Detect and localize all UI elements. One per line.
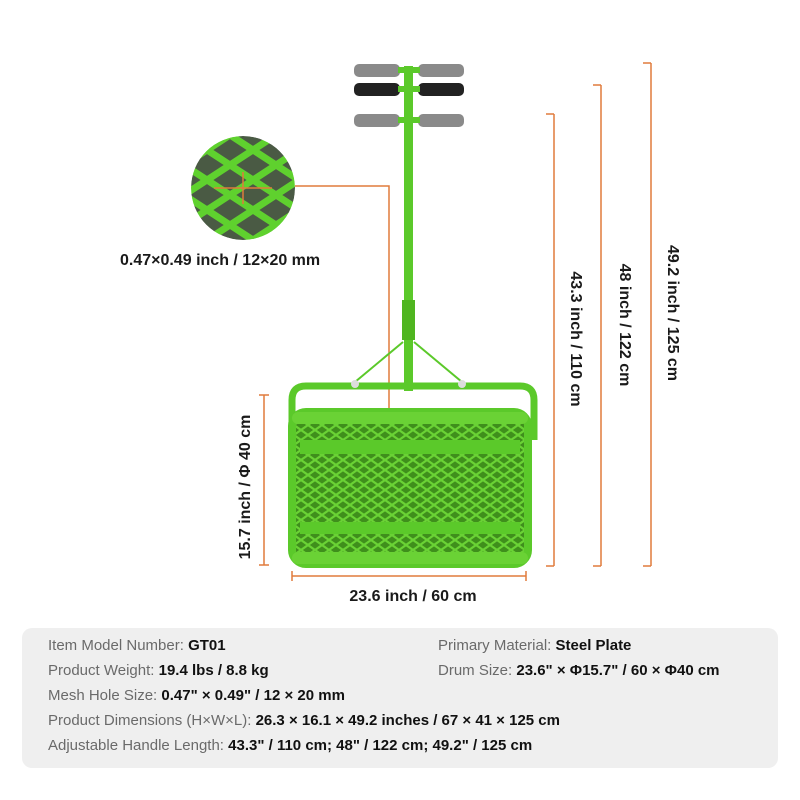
- mesh-zoom-detail: [191, 136, 295, 240]
- spec-mesh-value: 0.47" × 0.49" / 12 × 20 mm: [161, 687, 345, 704]
- spec-dimensions-value: 26.3 × 16.1 × 49.2 inches / 67 × 41 × 12…: [255, 712, 560, 729]
- spec-handle: Adjustable Handle Length: 43.3" / 110 cm…: [48, 736, 532, 756]
- spec-dimensions: Product Dimensions (H×W×L): 26.3 × 16.1 …: [48, 711, 560, 731]
- product-illustration: [191, 62, 652, 581]
- spec-model-label: Item Model Number:: [48, 637, 184, 654]
- spec-weight-label: Product Weight:: [48, 662, 155, 679]
- mesh-drum: [288, 408, 532, 568]
- drum-frame: [288, 380, 538, 440]
- handle-high-label: 49.2 inch / 125 cm: [664, 244, 681, 382]
- handle-mid-label: 48 inch / 122 cm: [616, 263, 633, 387]
- spec-model: Item Model Number: GT01: [48, 636, 226, 656]
- spec-drum-label: Drum Size:: [438, 662, 513, 679]
- spec-handle-label: Adjustable Handle Length:: [48, 737, 224, 754]
- zoom-leader-line: [295, 185, 390, 414]
- spec-material-label: Primary Material:: [438, 637, 552, 654]
- spec-material-value: Steel Plate: [555, 637, 632, 654]
- spec-dimensions-label: Product Dimensions (H×W×L):: [48, 712, 252, 729]
- spec-weight-value: 19.4 lbs / 8.8 kg: [158, 662, 269, 679]
- spec-material: Primary Material: Steel Plate: [438, 636, 631, 656]
- spec-model-value: GT01: [188, 637, 226, 654]
- spec-mesh: Mesh Hole Size: 0.47" × 0.49" / 12 × 20 …: [48, 686, 345, 706]
- spec-mesh-label: Mesh Hole Size:: [48, 687, 158, 704]
- spec-handle-value: 43.3" / 110 cm; 48" / 122 cm; 49.2" / 12…: [228, 737, 533, 754]
- spec-drum-value: 23.6" × Φ15.7" / 60 × Φ40 cm: [516, 662, 720, 679]
- handle-grips: [354, 64, 464, 127]
- handle-low-label: 43.3 inch / 110 cm: [567, 271, 584, 407]
- spec-drum: Drum Size: 23.6" × Φ15.7" / 60 × Φ40 cm: [438, 661, 720, 681]
- drum-diameter-label: 15.7 inch / Φ 40 cm: [237, 414, 254, 560]
- handle-shaft: [354, 66, 463, 391]
- drum-width-label: 23.6 inch / 60 cm: [349, 588, 477, 605]
- mesh-hole-label: 0.47×0.49 inch / 12×20 mm: [120, 252, 321, 269]
- spec-weight: Product Weight: 19.4 lbs / 8.8 kg: [48, 661, 269, 681]
- dimension-lines: [259, 62, 652, 581]
- spec-panel: Item Model Number: GT01 Primary Material…: [22, 628, 778, 768]
